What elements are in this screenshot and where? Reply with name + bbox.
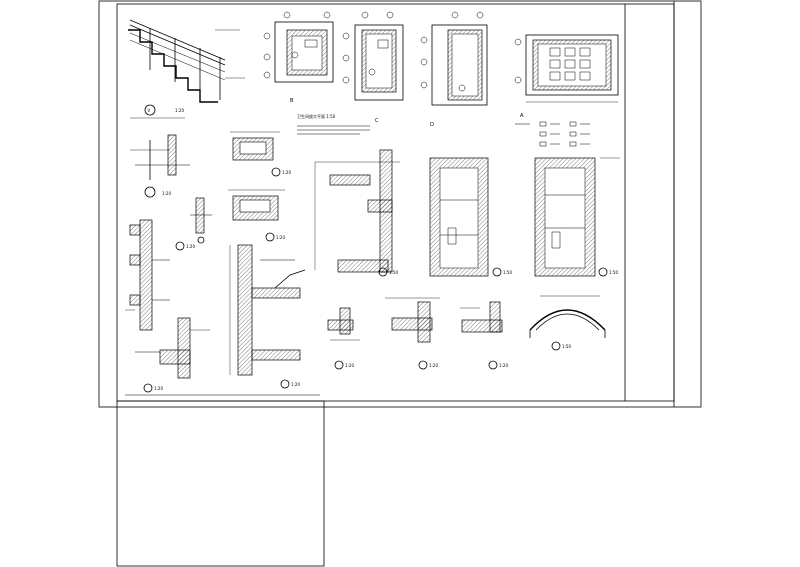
detail-11: 1:20 bbox=[460, 301, 508, 370]
plan-a-label: A bbox=[520, 113, 524, 119]
railing-scale: 1:20 bbox=[175, 108, 184, 113]
plan-d: D bbox=[420, 11, 488, 128]
left-lower-section: 1:20 bbox=[135, 317, 210, 393]
svg-text:1:20: 1:20 bbox=[276, 235, 285, 240]
svg-text:1:20: 1:20 bbox=[186, 244, 195, 249]
detail-10: 1:20 bbox=[385, 297, 440, 370]
svg-text:1:20: 1:20 bbox=[162, 191, 171, 196]
stair-railing-detail: V 1:20 bbox=[128, 19, 245, 119]
railing-tag-circle bbox=[144, 104, 156, 116]
label-d10: 1:20 bbox=[429, 363, 438, 368]
label-d11: 1:20 bbox=[499, 363, 508, 368]
plan-d-label: D bbox=[430, 122, 434, 128]
plan-b: B bbox=[263, 11, 334, 104]
plan-note: 卫生间放大平面 1:50 bbox=[297, 113, 336, 119]
plan-a: A bbox=[514, 34, 619, 119]
sheet-border bbox=[98, 0, 702, 567]
label-d7: 1:50 bbox=[609, 270, 618, 275]
section-7: 1:50 bbox=[534, 157, 620, 277]
svg-text:1:20: 1:20 bbox=[154, 386, 163, 391]
svg-text:1:20: 1:20 bbox=[291, 382, 300, 387]
detail-9: 1:20 bbox=[327, 307, 360, 370]
plan-c: C bbox=[342, 11, 404, 124]
label-d6: 1:50 bbox=[503, 270, 512, 275]
section-5: 1:50 bbox=[314, 149, 400, 277]
label-d5: 1:50 bbox=[389, 270, 398, 275]
section-6: 1:50 bbox=[429, 157, 512, 277]
legend-block bbox=[515, 121, 590, 147]
sill-detail-a: 1:20 bbox=[230, 131, 291, 177]
handrail-detail: 1:20 bbox=[130, 134, 190, 198]
tall-wall-section: 1:20 bbox=[229, 244, 306, 389]
small-detail-c bbox=[190, 197, 212, 244]
sill-detail-b: 1:20 bbox=[228, 189, 285, 242]
label-d9: 1:20 bbox=[345, 363, 354, 368]
plan-b-label: B bbox=[290, 98, 294, 104]
label-d12: 1:50 bbox=[562, 344, 571, 349]
railing-tag: V bbox=[148, 108, 151, 113]
left-wall-section: 1:20 bbox=[125, 219, 195, 331]
svg-text:1:20: 1:20 bbox=[282, 170, 291, 175]
detail-12-arch: 1:50 bbox=[529, 295, 606, 351]
plan-c-label: C bbox=[375, 118, 379, 124]
